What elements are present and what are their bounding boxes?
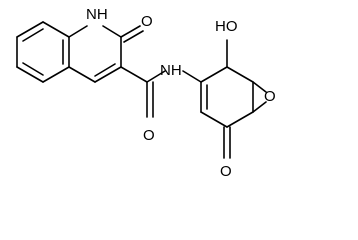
bond <box>16 21 44 38</box>
bond-double <box>120 25 141 38</box>
bond-double-inner <box>22 62 44 76</box>
bond <box>200 111 228 128</box>
bond <box>94 66 122 83</box>
bond <box>200 66 228 83</box>
molecule-structure: NH H O NH O HO O O <box>16 6 276 180</box>
atom-label-hydroxyl: HO <box>215 18 238 35</box>
bond <box>102 25 122 38</box>
atom-label-ring-oxygen: O <box>141 13 153 30</box>
bond <box>226 111 254 128</box>
atom-label-amide-oxygen: O <box>143 127 155 144</box>
quinolinone-ring-system <box>16 21 144 83</box>
bond <box>68 66 96 83</box>
epoxycyclohexenone-ring <box>200 39 267 159</box>
bond <box>68 25 88 38</box>
bond <box>146 70 166 83</box>
bond-double-inner <box>22 28 44 42</box>
atom-label-nh-ring: NH <box>86 6 108 23</box>
atom-label-amide-nitrogen: NH <box>160 62 182 79</box>
bond <box>226 66 254 83</box>
bond <box>120 66 148 83</box>
bond <box>252 81 267 93</box>
bond-double-inner <box>94 63 116 77</box>
atom-label-epoxide-oxygen: O <box>264 88 276 105</box>
bond-double <box>123 30 144 43</box>
bond <box>16 66 44 83</box>
bond <box>42 66 70 83</box>
atom-labels: NH H O NH O HO O O <box>86 6 276 180</box>
bond <box>182 70 202 83</box>
atom-label-ketone-oxygen: O <box>220 163 232 180</box>
bond <box>252 101 267 113</box>
amide-linker <box>120 66 202 118</box>
bond <box>42 21 70 38</box>
